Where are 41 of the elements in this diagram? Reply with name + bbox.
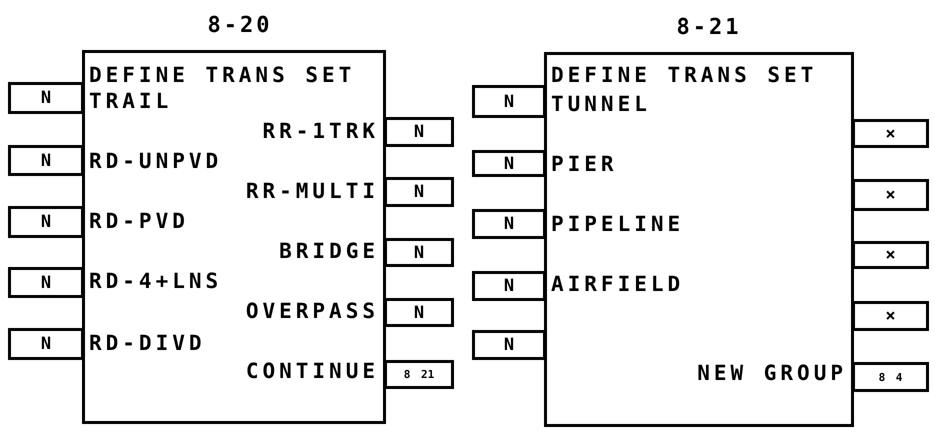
key-box: N <box>8 328 84 360</box>
key-box: N <box>384 117 454 147</box>
option-label: RD-UNPVD <box>89 150 222 172</box>
panel-number: 8-21 <box>676 16 742 40</box>
option-label: PIPELINE <box>551 213 684 235</box>
menu-panel <box>544 52 854 427</box>
option-label: TUNNEL <box>551 93 651 115</box>
option-label: RD-DIVD <box>89 332 206 354</box>
option-label: RD-PVD <box>89 210 189 232</box>
key-box: N <box>8 267 84 298</box>
option-label: CONTINUE <box>246 360 379 382</box>
option-label: PIER <box>551 153 618 175</box>
key-box: N <box>8 145 84 176</box>
option-label: OVERPASS <box>246 300 379 322</box>
option-label: RR-MULTI <box>246 180 379 202</box>
panel-title: DEFINE TRANS SET <box>551 64 818 86</box>
key-box: N <box>384 177 454 207</box>
key-box: 8 21 <box>384 360 454 389</box>
key-box: N <box>472 271 546 301</box>
option-label: TRAIL <box>89 90 172 112</box>
option-label: RD-4+LNS <box>89 270 222 292</box>
option-label: AIRFIELD <box>551 273 684 295</box>
panel-title: DEFINE TRANS SET <box>89 64 356 86</box>
key-box: × <box>852 241 929 269</box>
key-box: N <box>8 206 84 238</box>
key-box: N <box>384 298 454 327</box>
menu-panel <box>82 50 386 424</box>
option-label: RR-1TRK <box>262 120 379 142</box>
key-box: × <box>852 119 929 148</box>
key-box: 8 4 <box>852 362 929 392</box>
option-label: BRIDGE <box>279 240 379 262</box>
key-box: N <box>8 82 84 114</box>
key-box: × <box>852 179 929 211</box>
key-box: N <box>472 85 546 118</box>
panel-number: 8-20 <box>208 14 272 38</box>
option-label: NEW GROUP <box>697 362 847 384</box>
key-box: N <box>472 209 546 239</box>
key-box: N <box>472 330 546 360</box>
key-box: × <box>852 301 929 331</box>
key-box: N <box>472 150 546 177</box>
key-box: N <box>384 238 454 267</box>
